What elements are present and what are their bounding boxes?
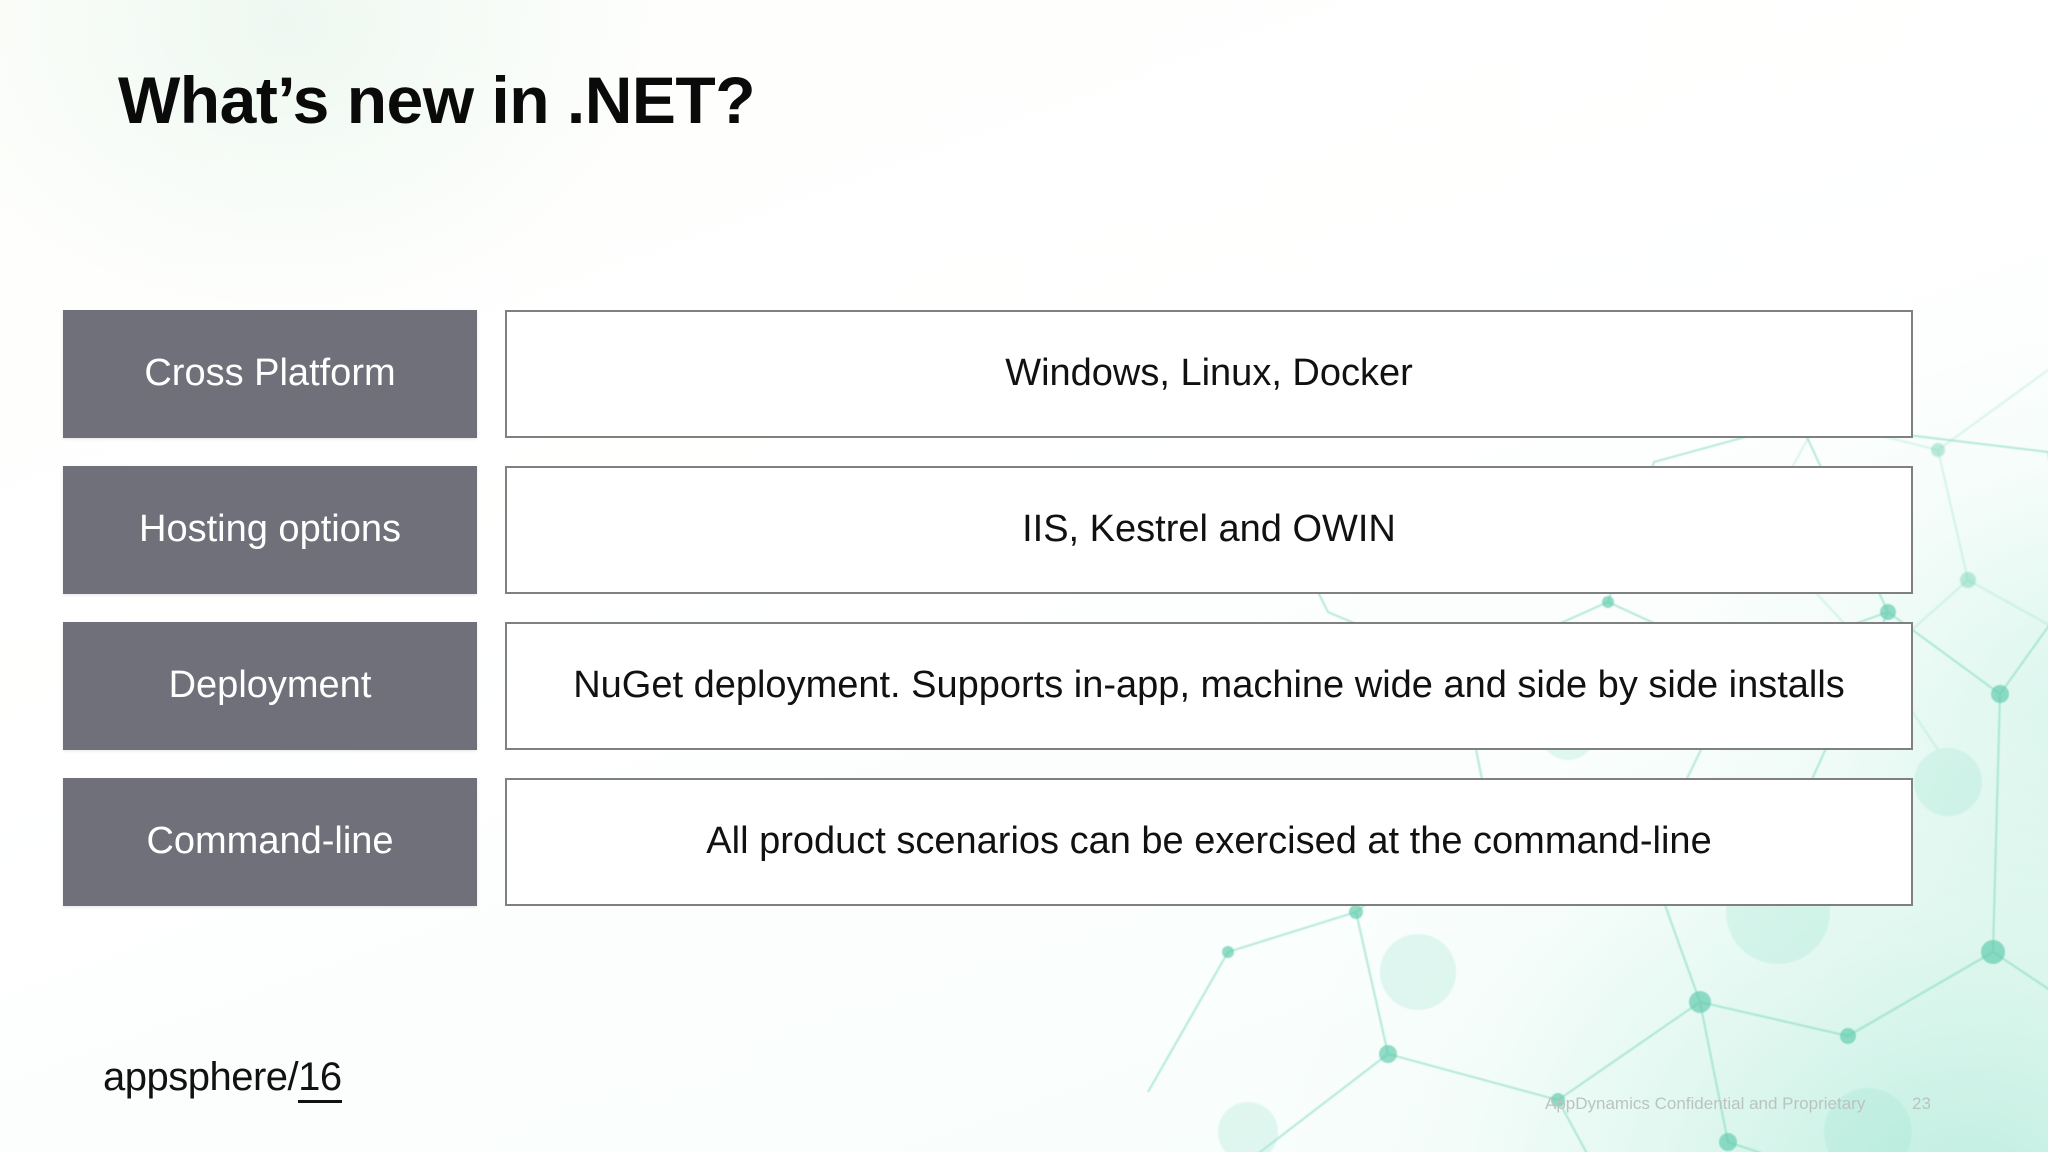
feature-label-text: Cross Platform bbox=[144, 352, 396, 395]
logo-separator: / bbox=[287, 1055, 299, 1099]
feature-label-cell-command-line[interactable]: Command-line bbox=[63, 778, 477, 906]
confidentiality-note: AppDynamics Confidential and Proprietary bbox=[1545, 1094, 1866, 1113]
feature-label-text: Command-line bbox=[146, 820, 394, 863]
feature-label-text: Hosting options bbox=[139, 508, 401, 551]
row-gap bbox=[477, 622, 505, 750]
page-number: 23 bbox=[1912, 1094, 1931, 1113]
feature-content-text: All product scenarios can be exercised a… bbox=[706, 820, 1712, 863]
feature-content-cell-command-line[interactable]: All product scenarios can be exercised a… bbox=[505, 778, 1913, 906]
table-row: Cross Platform Windows, Linux, Docker bbox=[63, 310, 1913, 438]
row-gap bbox=[477, 466, 505, 594]
table-row: Hosting options IIS, Kestrel and OWIN bbox=[63, 466, 1913, 594]
feature-content-cell-hosting-options[interactable]: IIS, Kestrel and OWIN bbox=[505, 466, 1913, 594]
feature-content-cell-cross-platform[interactable]: Windows, Linux, Docker bbox=[505, 310, 1913, 438]
row-gap bbox=[477, 778, 505, 906]
page-title: What’s new in .NET? bbox=[118, 63, 756, 137]
feature-label-cell-cross-platform[interactable]: Cross Platform bbox=[63, 310, 477, 438]
logo-year: 16 bbox=[298, 1055, 342, 1103]
feature-content-cell-deployment[interactable]: NuGet deployment. Supports in-app, machi… bbox=[505, 622, 1913, 750]
feature-content-text: Windows, Linux, Docker bbox=[1005, 352, 1413, 395]
feature-label-text: Deployment bbox=[168, 664, 372, 707]
appsphere-logo: appsphere/16 bbox=[103, 1055, 342, 1103]
logo-word: appsphere bbox=[103, 1055, 288, 1099]
table-row: Deployment NuGet deployment. Supports in… bbox=[63, 622, 1913, 750]
feature-label-cell-deployment[interactable]: Deployment bbox=[63, 622, 477, 750]
row-gap bbox=[477, 310, 505, 438]
feature-content-text: IIS, Kestrel and OWIN bbox=[1022, 508, 1396, 551]
feature-content-text: NuGet deployment. Supports in-app, machi… bbox=[573, 664, 1845, 707]
feature-label-cell-hosting-options[interactable]: Hosting options bbox=[63, 466, 477, 594]
table-row: Command-line All product scenarios can b… bbox=[63, 778, 1913, 906]
feature-table: Cross Platform Windows, Linux, Docker Ho… bbox=[63, 310, 1913, 906]
